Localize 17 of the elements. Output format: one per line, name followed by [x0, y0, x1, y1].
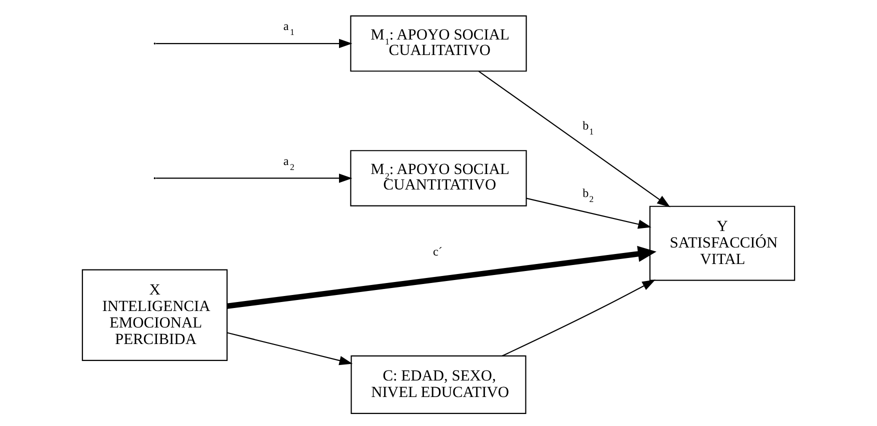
edge-label: b$_{2}$: [582, 186, 594, 204]
arrow: [226, 246, 656, 309]
node-box: C: EDAD, SEXO, NIVEL EDUCATIVO: [350, 355, 526, 414]
arrow: [478, 70, 670, 208]
edge-label: a$_{1}$: [283, 19, 294, 38]
edge-label: c´: [432, 244, 442, 258]
node-box: M$_{2}$: APOYO SOCIAL CUANTITATIVO: [350, 150, 527, 206]
node-box: Y SATISFACCIÓN VITAL: [649, 206, 796, 281]
arrow: [156, 174, 352, 183]
arrow: [227, 332, 353, 366]
arrow: [526, 198, 652, 229]
edge-label: b$_{1}$: [582, 118, 594, 136]
node-box: X INTELIGENCIA EMOCIONAL PERCIBIDA: [82, 269, 228, 361]
node-box: M$_{1}$: APOYO SOCIAL CUALITATIVO: [350, 15, 527, 72]
edge-label: a$_{2}$: [283, 154, 294, 172]
arrow: [156, 38, 352, 48]
arrow: [502, 280, 656, 356]
